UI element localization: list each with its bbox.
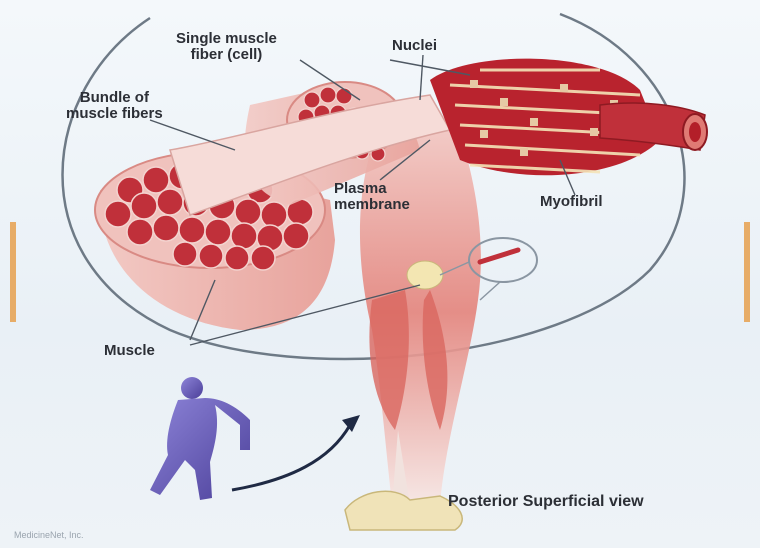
label-plasma-membrane: Plasma membrane — [334, 181, 410, 213]
right-edge-marker — [744, 222, 750, 322]
label-bundle-of-fibers: Bundle of muscle fibers — [66, 90, 163, 122]
left-edge-marker — [10, 222, 16, 322]
label-single-muscle-fiber: Single muscle fiber (cell) — [176, 31, 277, 63]
label-nuclei: Nuclei — [392, 38, 437, 54]
myofibril-bundle — [430, 59, 707, 176]
label-myofibril: Myofibril — [540, 194, 603, 210]
label-view-caption: Posterior Superficial view — [448, 494, 644, 510]
label-muscle: Muscle — [104, 343, 155, 359]
image-credit: MedicineNet, Inc. — [14, 527, 84, 543]
human-figure-icon — [150, 377, 250, 500]
